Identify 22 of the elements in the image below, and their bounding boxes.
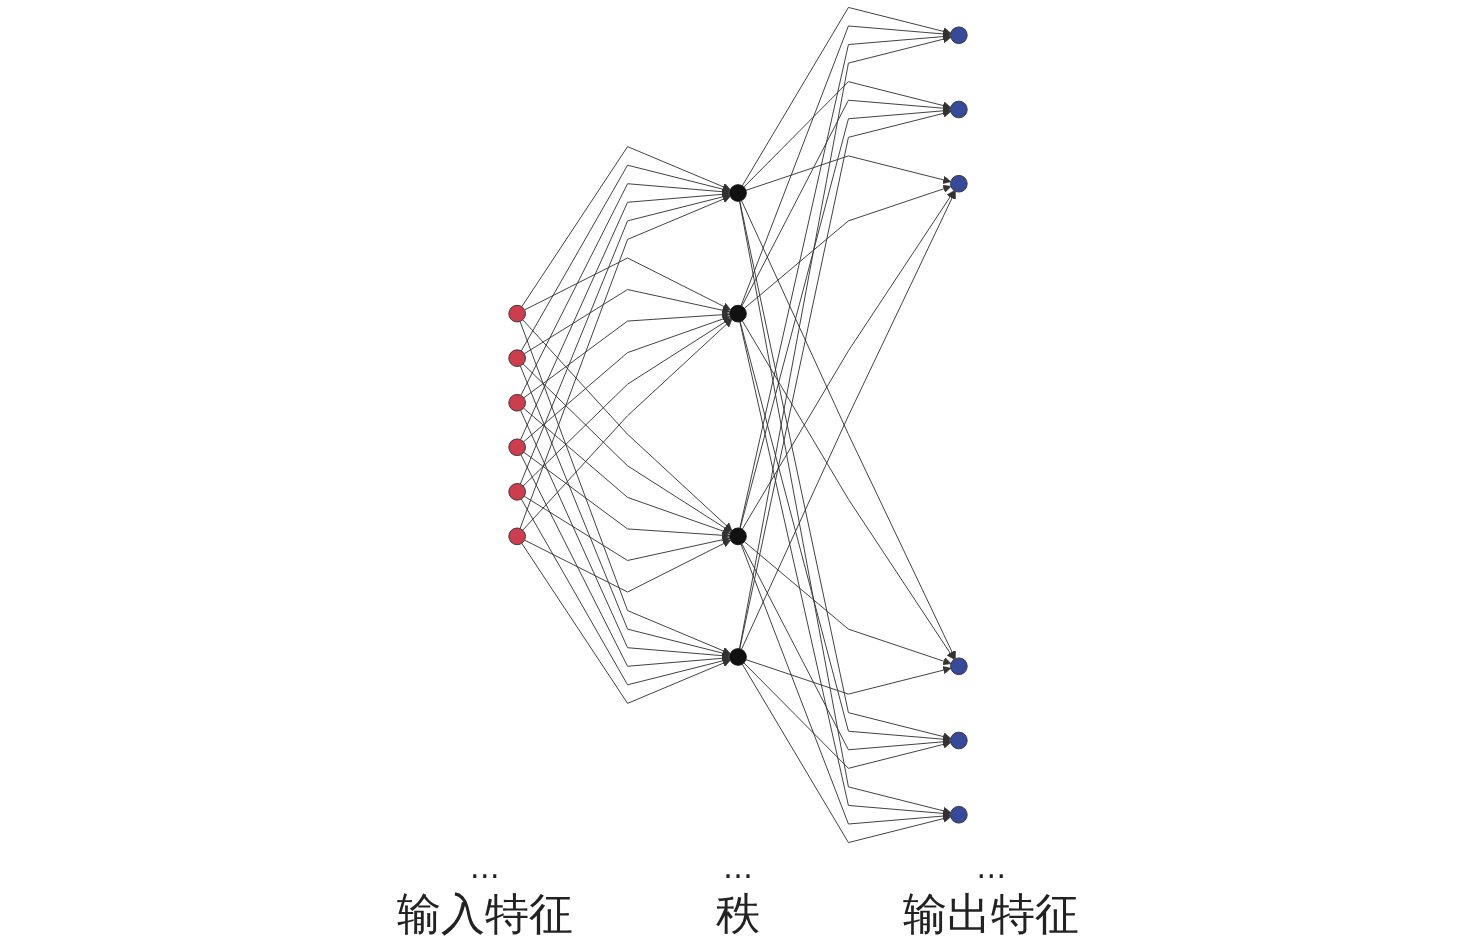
- column-label: 输入特征: [395, 887, 574, 941]
- ellipsis-label: …: [722, 850, 754, 885]
- ellipsis-label: …: [468, 850, 501, 885]
- node-circle: [729, 648, 747, 666]
- node-circle: [508, 393, 526, 412]
- column-label: 输出特征: [902, 887, 1081, 941]
- node-circle: [508, 438, 526, 457]
- node-circle: [729, 527, 747, 546]
- node-circle: [950, 805, 968, 824]
- node-circle: [508, 527, 526, 546]
- node-circle: [950, 100, 968, 119]
- node-circle: [508, 304, 526, 323]
- column-label: 秩: [715, 887, 761, 941]
- node-circle: [508, 483, 526, 501]
- node-circle: [950, 657, 968, 676]
- node-circle: [950, 26, 968, 45]
- node-circle: [508, 349, 526, 367]
- node-circle: [950, 174, 968, 193]
- node-circle: [950, 731, 968, 750]
- ellipsis-label: …: [975, 850, 1008, 885]
- node-circle: [729, 184, 747, 202]
- node-circle: [729, 304, 747, 323]
